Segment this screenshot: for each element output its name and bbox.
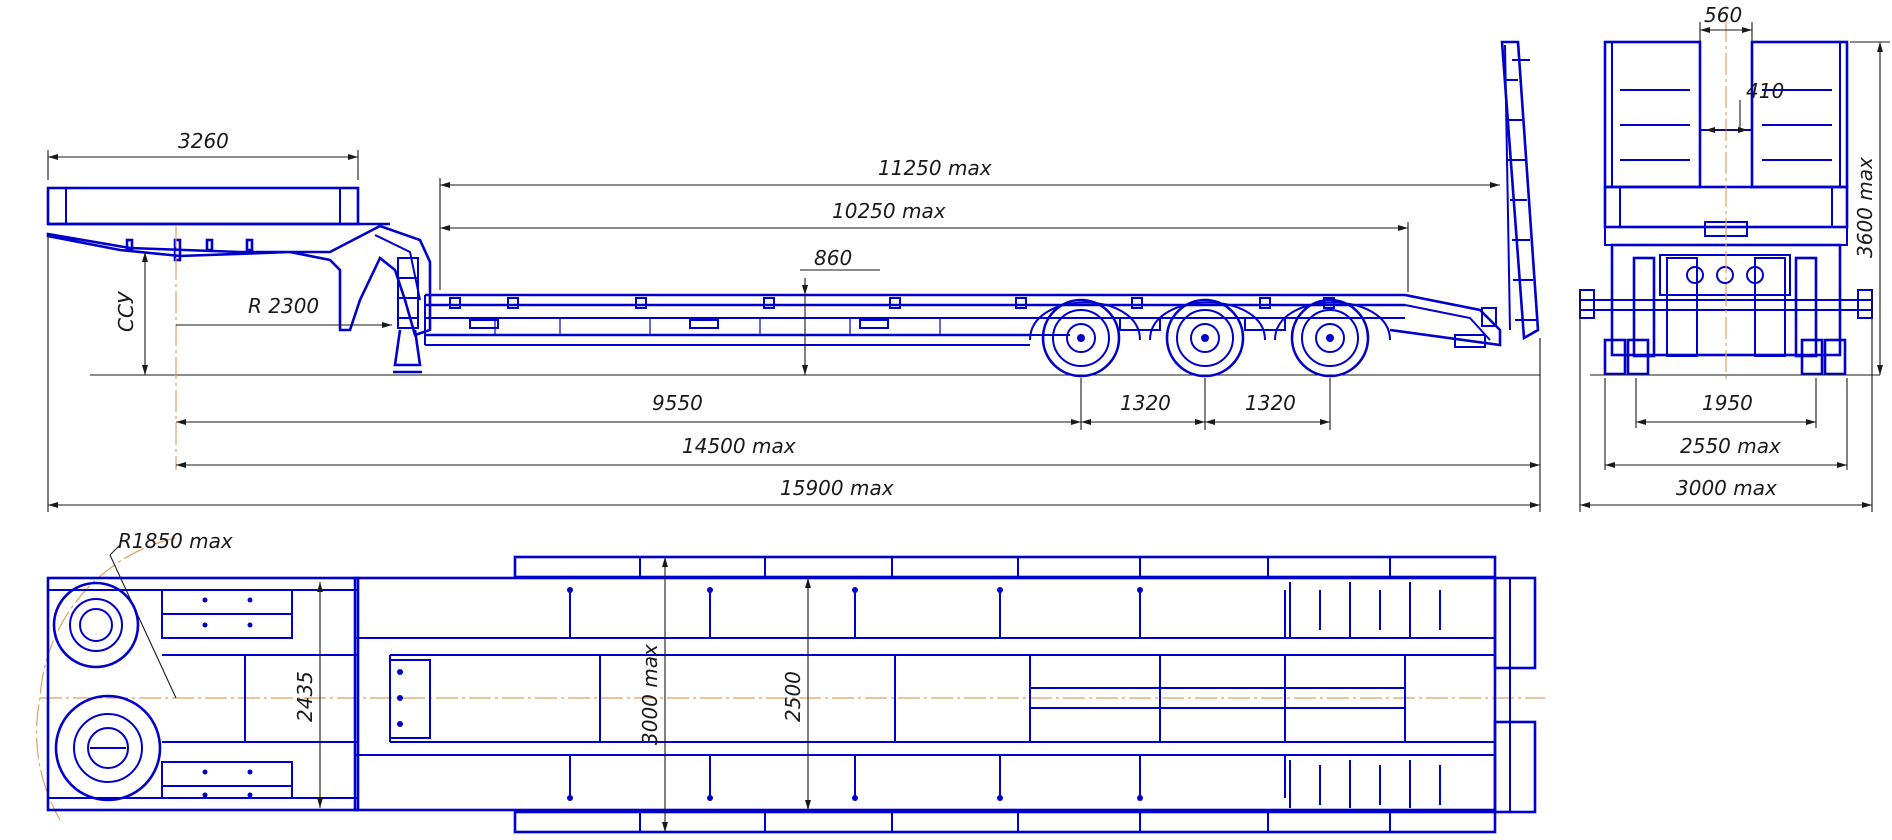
rear-ramp-left bbox=[1603, 40, 1702, 189]
gooseneck bbox=[46, 186, 432, 374]
dim-gooseneck-width: 2435 bbox=[293, 671, 317, 722]
dim-top-deck-width: 2500 bbox=[781, 671, 805, 722]
side-wheel-3 bbox=[1290, 298, 1370, 378]
top-wheel-front bbox=[52, 581, 140, 669]
rear-dimensions: 560 410 3600 max 1950 2550 max bbox=[1579, 3, 1890, 512]
side-wheels bbox=[1029, 298, 1391, 378]
dim-deck-height: 860 bbox=[814, 246, 852, 270]
side-wheel-1 bbox=[1041, 298, 1121, 378]
dim-front-deck: 3260 bbox=[178, 129, 229, 153]
side-dimensions: 3260 11250 max 10250 max 860 R 2300 ССУ bbox=[47, 129, 1541, 512]
rear-ramp bbox=[1389, 40, 1540, 348]
dim-front-radius: R1850 max bbox=[118, 529, 233, 553]
front-radius-arc bbox=[35, 537, 176, 821]
dim-overall-height: 3600 max bbox=[1853, 157, 1877, 258]
main-platform bbox=[424, 293, 1405, 346]
dim-top-overall-width: 3000 max bbox=[638, 644, 662, 745]
dim-main-platform: 10250 max bbox=[832, 199, 946, 223]
dim-total-platform: 11250 max bbox=[878, 156, 992, 180]
dim-axle-spacing-1: 1320 bbox=[1120, 391, 1171, 415]
dim-kingpin-height: ССУ bbox=[114, 290, 138, 332]
dim-deck-width: 2550 max bbox=[1680, 434, 1781, 458]
dim-axle-spacing-2: 1320 bbox=[1245, 391, 1296, 415]
dim-ramp-gap: 560 bbox=[1704, 3, 1742, 27]
dim-swing-radius: R 2300 bbox=[248, 294, 319, 318]
rear-view: 560 410 3600 max 1950 2550 max bbox=[1579, 3, 1890, 512]
rear-tire-left-outer bbox=[1603, 338, 1627, 376]
dim-kingpin-to-rear: 14500 max bbox=[682, 434, 796, 458]
dim-rear-overall-width: 3000 max bbox=[1676, 476, 1777, 500]
top-wheel-rear bbox=[54, 694, 162, 802]
dim-overall-length: 15900 max bbox=[780, 476, 894, 500]
side-view: 3260 11250 max 10250 max 860 R 2300 ССУ bbox=[46, 40, 1541, 512]
dim-ramp-inner: 410 bbox=[1746, 79, 1784, 103]
side-wheel-2 bbox=[1165, 298, 1245, 378]
dim-kingpin-to-axle: 9550 bbox=[652, 391, 703, 415]
rear-tire-right-outer bbox=[1800, 338, 1824, 376]
dim-track: 1950 bbox=[1702, 391, 1753, 415]
top-view: 2435 bbox=[35, 529, 1545, 834]
deck-top bbox=[353, 576, 1497, 812]
gooseneck-top bbox=[46, 576, 360, 812]
rear-ramp-right bbox=[1750, 40, 1849, 189]
